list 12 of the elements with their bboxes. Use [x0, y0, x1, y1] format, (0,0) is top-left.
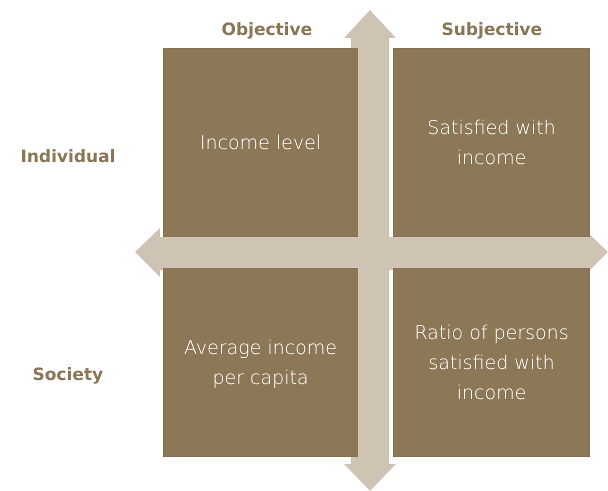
quadrant-box	[163, 48, 358, 237]
quadrant-text: Average income per capita	[183, 336, 338, 390]
quadrant-text: Satisfied with income	[426, 116, 557, 170]
row-header: Society	[32, 365, 104, 385]
quadrant-box	[393, 268, 590, 457]
column-header: Objective	[222, 20, 312, 40]
row-header: Individual	[20, 147, 116, 167]
column-header: Subjective	[442, 20, 542, 40]
quadrant-box	[393, 48, 590, 237]
quadrant-text: Ratio of persons satisfied with income	[413, 320, 570, 406]
quadrant-text: Income level	[200, 130, 322, 156]
quadrant-box	[163, 268, 358, 457]
